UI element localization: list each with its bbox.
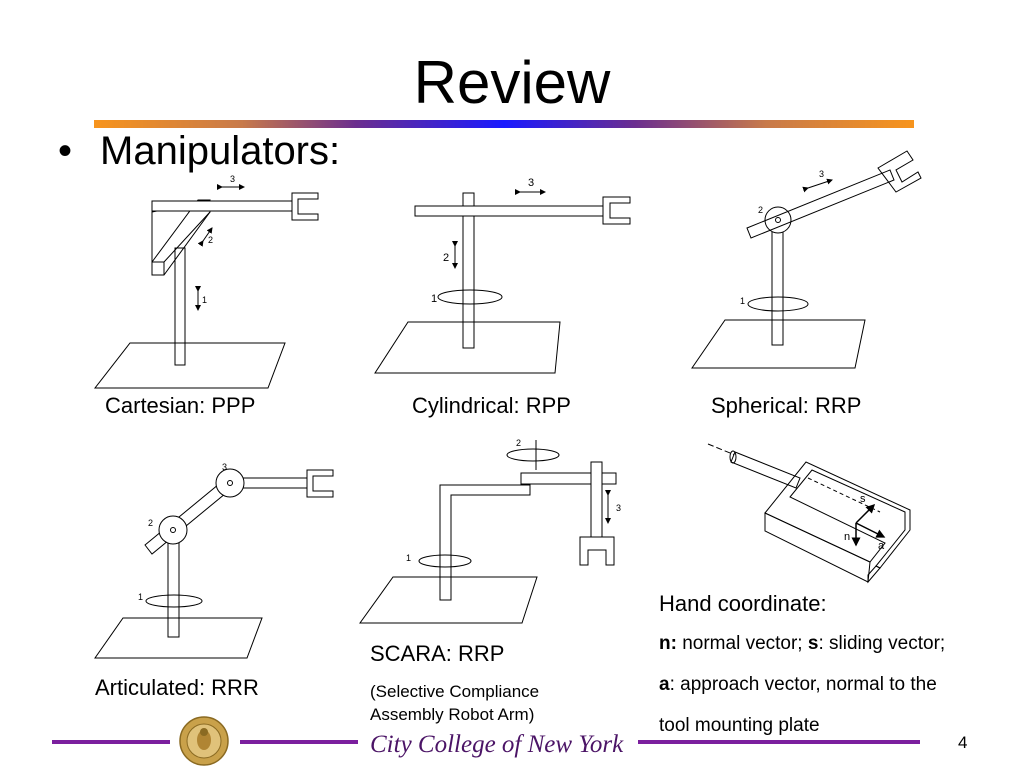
cartesian-gripper xyxy=(291,192,319,221)
hand-coordinate-title: Hand coordinate: xyxy=(659,591,827,616)
footer-line-right xyxy=(638,740,920,744)
hand-line-normal-sliding: n: normal vector; s: sliding vector; xyxy=(659,623,945,664)
cylindrical-diagram: 3 2 1 xyxy=(374,177,631,374)
articulated-shoulder-joint xyxy=(158,515,188,545)
bullet-marker: • xyxy=(58,129,73,173)
cylindrical-rotation-ring xyxy=(437,289,503,305)
cylindrical-joint-1: 1 xyxy=(431,293,437,305)
hand-a-text: : approach vector, normal to the xyxy=(669,674,937,695)
cylindrical-joint-3: 3 xyxy=(528,177,534,189)
scara-caption: SCARA: RRP xyxy=(370,641,505,666)
footer-line-mid xyxy=(240,740,358,744)
spherical-joint-1: 1 xyxy=(740,296,745,306)
scara-joint-1: 1 xyxy=(406,553,411,563)
articulated-joint-1: 1 xyxy=(138,592,143,602)
cylindrical-column xyxy=(462,192,475,349)
cylindrical-caption: Cylindrical: RPP xyxy=(412,393,571,418)
cylindrical-gripper xyxy=(602,196,631,225)
cylindrical-base xyxy=(374,321,561,374)
scara-joint-2: 2 xyxy=(516,438,521,448)
hand-line-approach: a: approach vector, normal to the xyxy=(659,664,937,705)
scara-subcaption-line1: (Selective Compliance xyxy=(370,682,540,701)
scara-base xyxy=(359,576,538,624)
cartesian-base xyxy=(93,342,286,389)
college-seal-icon xyxy=(179,716,229,766)
slide-title: Review xyxy=(413,49,611,116)
spherical-shoulder-joint xyxy=(764,206,792,234)
hand-vector-s-label: s xyxy=(860,493,866,505)
footer-line-left xyxy=(52,740,170,744)
scara-column-arm xyxy=(439,484,531,601)
cylindrical-joint-2: 2 xyxy=(443,252,449,264)
hand-n-key: n: xyxy=(659,633,677,654)
hand-vector-n-label: n xyxy=(844,531,850,543)
bullet-heading: Manipulators: xyxy=(100,129,341,173)
scara-second-arm xyxy=(520,472,617,485)
hand-diagram: s n a xyxy=(707,443,911,584)
spherical-caption: Spherical: RRP xyxy=(711,393,862,418)
scara-vertical-link xyxy=(590,461,603,538)
scara-diagram: 2 1 3 xyxy=(359,438,621,624)
hand-wrist-rod xyxy=(730,451,801,489)
spherical-joint-3: 3 xyxy=(819,169,824,179)
articulated-joint-2: 2 xyxy=(148,518,153,528)
footer-institution: City College of New York xyxy=(370,731,624,758)
articulated-diagram: 3 2 1 xyxy=(94,462,334,659)
scara-joint1-ring xyxy=(418,554,472,568)
cylindrical-arm xyxy=(414,205,604,217)
cartesian-joint-2: 2 xyxy=(208,235,213,245)
cartesian-arm xyxy=(151,200,293,212)
scara-gripper xyxy=(579,536,615,566)
hand-s-key: s xyxy=(807,633,819,654)
spherical-diagram: 3 2 1 xyxy=(691,150,922,369)
cartesian-column xyxy=(174,247,186,366)
hand-line-tool-plate: tool mounting plate xyxy=(659,715,820,736)
articulated-gripper xyxy=(306,469,334,498)
articulated-joint-3: 3 xyxy=(222,462,227,472)
articulated-caption: Articulated: RRR xyxy=(95,675,259,700)
title-underline xyxy=(94,120,914,128)
spherical-rotation-ring xyxy=(747,296,809,312)
hand-s-text: : sliding vector; xyxy=(818,633,946,654)
spherical-base xyxy=(691,319,866,369)
hand-vector-a-label: a xyxy=(878,540,885,552)
cartesian-caption: Cartesian: PPP xyxy=(105,393,256,418)
articulated-column xyxy=(167,529,180,638)
scara-joint2-ring xyxy=(506,448,560,462)
articulated-elbow-joint xyxy=(215,468,245,498)
articulated-rotation-ring xyxy=(145,594,203,608)
spherical-column xyxy=(771,219,784,346)
cartesian-diagram: 3 2 1 xyxy=(93,174,319,389)
articulated-base xyxy=(94,617,263,659)
scara-joint-3: 3 xyxy=(616,503,621,513)
spherical-gripper xyxy=(877,150,922,193)
scara-subcaption-line2: Assembly Robot Arm) xyxy=(370,705,535,724)
hand-n-text: normal vector; xyxy=(676,633,808,654)
spherical-arm xyxy=(746,169,895,239)
hand-a-key: a xyxy=(659,674,670,695)
cartesian-joint-3: 3 xyxy=(230,174,235,184)
hand-gripper-frame xyxy=(764,461,911,569)
cartesian-joint-1: 1 xyxy=(202,295,207,305)
page-number: 4 xyxy=(958,733,968,752)
spherical-joint-2: 2 xyxy=(758,205,763,215)
